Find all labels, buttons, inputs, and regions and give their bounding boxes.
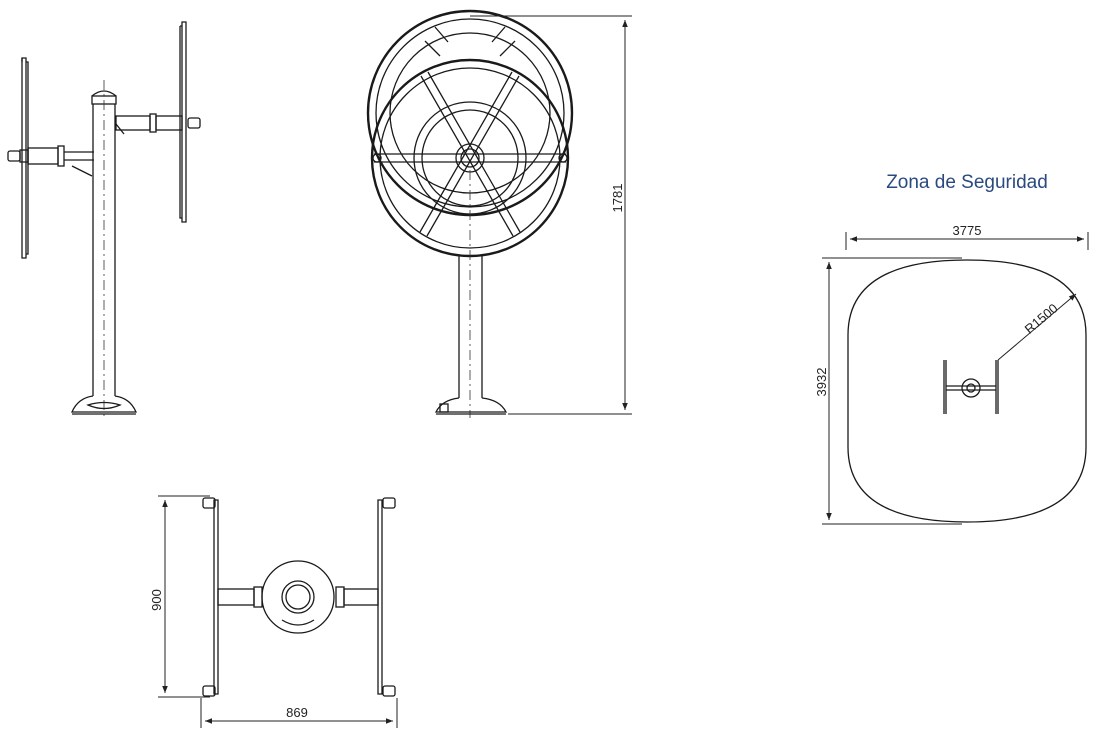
- top-view-width-dimension: 869: [200, 698, 398, 728]
- safety-zone-height-label: 3932: [814, 368, 829, 397]
- safety-zone-radius-label: R1500: [1022, 300, 1061, 336]
- side-view-right-axle: [115, 113, 201, 135]
- front-view-height-label: 1781: [610, 184, 625, 213]
- side-view-left-wheel: [21, 57, 29, 259]
- top-view-left-wheel: [202, 497, 219, 697]
- front-view-post: [434, 170, 508, 418]
- top-view-hub: [217, 560, 379, 634]
- top-view: 900 869: [149, 495, 398, 728]
- safety-zone-title: Zona de Seguridad: [886, 172, 1048, 193]
- side-view-post: [71, 80, 137, 420]
- safety-zone-outline: [847, 259, 1087, 523]
- front-view-height-dimension: 1781: [470, 15, 632, 415]
- side-view: [7, 21, 201, 420]
- front-view-spokes: [374, 71, 566, 237]
- safety-zone-height-dimension: 3932: [814, 257, 962, 525]
- side-view-left-axle: [7, 145, 94, 177]
- front-view-front-wheel: [370, 58, 570, 258]
- safety-zone-radius-dimension: R1500: [997, 293, 1077, 361]
- top-view-depth-label: 900: [149, 589, 164, 611]
- top-view-width-label: 869: [286, 705, 308, 720]
- safety-zone: Zona de Seguridad 3775 3932 R1500: [814, 172, 1089, 525]
- front-view: 1781: [366, 9, 632, 418]
- safety-zone-width-label: 3775: [953, 223, 982, 238]
- top-view-right-wheel: [377, 497, 396, 697]
- side-view-right-wheel: [179, 21, 187, 223]
- top-view-depth-dimension: 900: [149, 495, 210, 698]
- safety-zone-equipment-plan: [943, 360, 999, 414]
- safety-zone-width-dimension: 3775: [845, 223, 1089, 250]
